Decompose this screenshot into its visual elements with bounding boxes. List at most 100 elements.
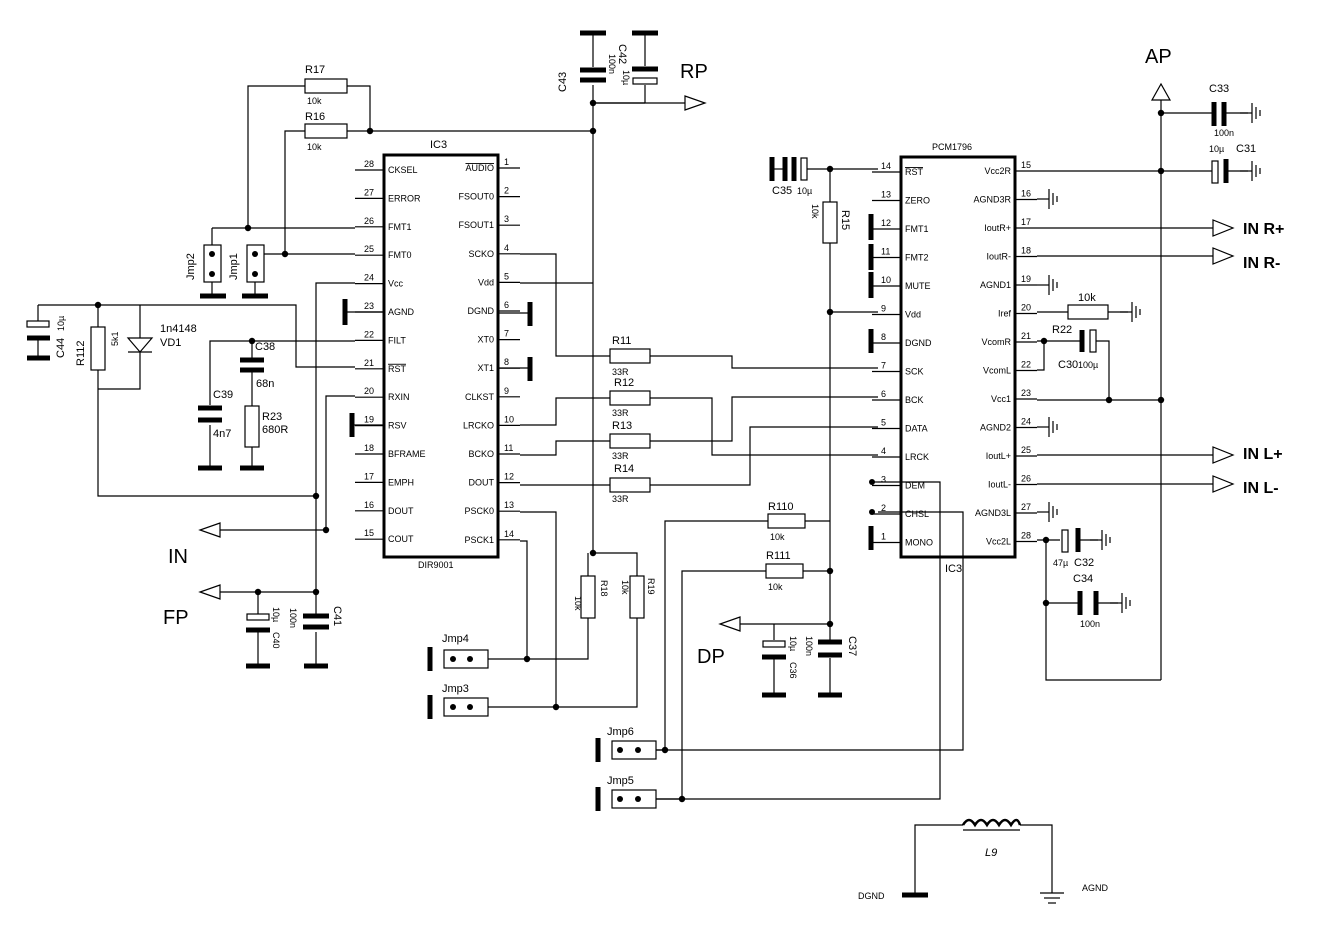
svg-text:10k: 10k — [573, 596, 583, 611]
capacitor-c39: C39 4n7 — [198, 389, 233, 440]
svg-text:C41: C41 — [331, 606, 343, 626]
svg-text:Jmp5: Jmp5 — [607, 775, 634, 787]
pcm-pin-label: MUTE — [905, 281, 931, 291]
svg-text:R16: R16 — [305, 111, 325, 123]
pcm-pin-num: 19 — [1021, 274, 1031, 284]
svg-text:100n: 100n — [607, 54, 617, 74]
pcm-pin-label: Vdd — [905, 310, 921, 320]
pcm-pin-label: Vcc2R — [984, 166, 1011, 176]
svg-text:R11: R11 — [612, 335, 631, 347]
pcm-pin-num: 7 — [881, 361, 886, 371]
jumper-jmp2: Jmp2 — [185, 244, 226, 299]
pcm-pin-label: IoutR- — [986, 252, 1011, 262]
pcm-pin-label: DGND — [905, 338, 932, 348]
dgnd-label: DGND — [858, 891, 885, 901]
dir-pin-num: 23 — [364, 301, 374, 311]
dir-pin-label: CKSEL — [388, 165, 418, 175]
dir-pin-num: 28 — [364, 159, 374, 169]
pcm-pin-num: 1 — [881, 532, 886, 542]
svg-text:C34: C34 — [1073, 573, 1093, 585]
pcm-pin-label: CHSL — [905, 509, 929, 519]
svg-text:680R: 680R — [262, 424, 288, 436]
jumper-jmp4: Jmp4 — [427, 633, 489, 671]
svg-text:10k: 10k — [768, 582, 783, 592]
pcm-pin-num: 14 — [881, 161, 891, 171]
pcm-pin-num: 11 — [881, 247, 890, 257]
svg-text:10µ: 10µ — [1209, 144, 1224, 154]
pcm-pin-num: 26 — [1021, 474, 1031, 484]
dir-pin-num: 24 — [364, 273, 374, 283]
pcm-pin-num: 6 — [881, 389, 886, 399]
svg-text:Jmp3: Jmp3 — [442, 683, 469, 695]
port-dp: DP — [697, 646, 725, 668]
svg-text:33R: 33R — [612, 494, 629, 504]
pcm-pin-label: AGND3R — [973, 195, 1011, 205]
wires — [37, 85, 1213, 893]
dir-pin-num: 11 — [504, 443, 513, 453]
dir-pin-num: 19 — [364, 415, 374, 425]
dir-pin-num: 12 — [504, 472, 514, 482]
resistor-r19: 10k R19 — [620, 575, 656, 619]
jumper-jmp3: Jmp3 — [427, 683, 489, 719]
pcm-pin-num: 23 — [1021, 388, 1031, 398]
svg-text:C36: C36 — [788, 662, 798, 679]
svg-text:5k1: 5k1 — [110, 331, 120, 346]
pcm-pin-label: AGND1 — [980, 280, 1011, 290]
svg-text:C38: C38 — [255, 341, 275, 353]
dir-pin-num: 13 — [504, 500, 514, 510]
dir-pin-label: ERROR — [388, 193, 421, 203]
pcm-pin-num: 17 — [1021, 217, 1031, 227]
pcm-pin-label: AGND2 — [980, 423, 1011, 433]
svg-text:4n7: 4n7 — [213, 428, 231, 440]
svg-text:R112: R112 — [75, 341, 87, 366]
svg-text:C42: C42 — [616, 44, 628, 64]
dir-pin-label: Vcc — [388, 279, 404, 289]
dir-pin-label: RSV — [388, 421, 407, 431]
svg-text:68n: 68n — [256, 378, 274, 390]
pcm-pin-label: VcomL — [983, 366, 1011, 376]
dir-pin-num: 27 — [364, 187, 374, 197]
svg-text:10k: 10k — [307, 142, 322, 152]
svg-text:10k: 10k — [770, 532, 785, 542]
capacitor-c38: C38 68n — [240, 341, 275, 390]
svg-text:10µ: 10µ — [621, 70, 631, 85]
dir-pin-num: 20 — [364, 386, 374, 396]
svg-text:C30: C30 — [1058, 359, 1078, 371]
svg-text:R13: R13 — [612, 420, 632, 432]
svg-text:Jmp2: Jmp2 — [185, 253, 197, 280]
pcm-pin-num: 3 — [881, 475, 886, 485]
pcm-pin-num: 24 — [1021, 417, 1031, 427]
pcm-pin-label: Vcc2L — [986, 537, 1011, 547]
dir-pin-label: RXIN — [388, 392, 410, 402]
capacitor-c44: C44 10µ — [26, 316, 67, 361]
ic-dir9001: IC3 DIR9001 28CKSEL27ERROR26FMT125FMT024… — [355, 139, 520, 570]
capacitor-c30: C30 100µ — [1058, 329, 1098, 371]
pcm-pin-label: DATA — [905, 424, 928, 434]
dir-pin-label: FMT1 — [388, 222, 412, 232]
ic-pcm1796: PCM1796 IC3 14RST13ZERO12FMT111FMT210MUT… — [872, 142, 1037, 575]
svg-text:10µ: 10µ — [56, 316, 66, 331]
pcm-pin-num: 4 — [881, 446, 886, 456]
pcm-pin-num: 28 — [1021, 531, 1031, 541]
resistor-r11: R11 33R — [609, 335, 651, 377]
diode-vd1: 1n4148 VD1 — [126, 323, 197, 370]
pcm-pin-label: SCK — [905, 367, 924, 377]
svg-text:VD1: VD1 — [160, 337, 181, 349]
svg-text:Jmp4: Jmp4 — [442, 633, 469, 645]
resistor-r16: R16 10k — [304, 111, 348, 152]
dir-pin-num: 16 — [364, 500, 374, 510]
pcm-pin-label: LRCK — [905, 452, 929, 462]
capacitor-c42: C42 10µ — [616, 30, 658, 85]
resistor-r112: R112 5k1 — [75, 326, 120, 371]
svg-text:33R: 33R — [612, 367, 629, 377]
dir-pin-label: FMT0 — [388, 250, 412, 260]
capacitor-c32: 47µ C32 — [1053, 528, 1094, 569]
svg-text:R23: R23 — [262, 411, 282, 423]
capacitor-c40: 10µ C40 — [246, 607, 281, 649]
port-in-r-minus: IN R- — [1243, 255, 1280, 272]
resistor-r111: R111 10k — [765, 550, 804, 592]
dir-pin-num: 7 — [504, 329, 509, 339]
pcm-pin-num: 9 — [881, 304, 886, 314]
svg-text:10µ: 10µ — [271, 607, 281, 622]
